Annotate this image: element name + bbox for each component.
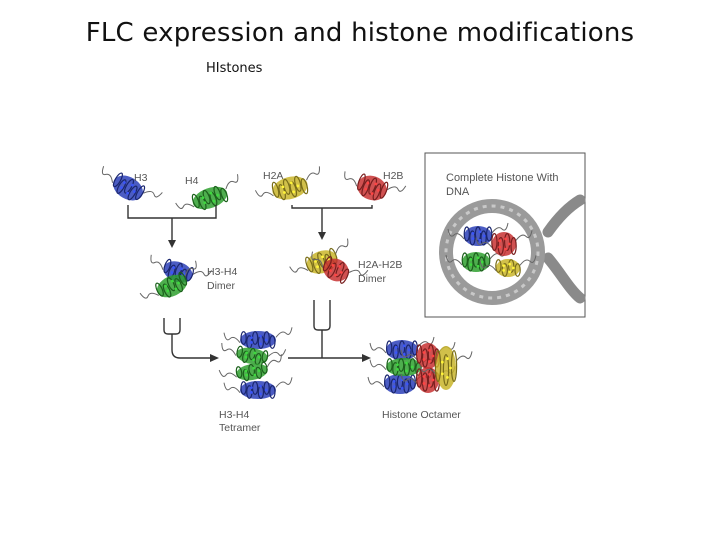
tetramer-h4-mid1 [221, 342, 287, 366]
label-tetramer-line1: H3-H4 [219, 409, 250, 421]
dna-strand-bottom [542, 252, 586, 304]
h4-protein [175, 174, 239, 211]
label-tetramer-line2: Tetramer [219, 422, 261, 434]
merge-arrow-to-tetramer [163, 318, 219, 362]
label-h3h4-dimer-line1: H3-H4 [207, 266, 238, 278]
label-panel-line2: DNA [446, 186, 470, 198]
label-panel-line1: Complete Histone With [446, 172, 559, 184]
tetramer-h3-top [223, 327, 293, 349]
dna-strand-top [542, 194, 586, 238]
slide-title: FLC expression and histone modifications [85, 18, 635, 48]
tetramer-h3-bottom [223, 377, 293, 399]
merge-arrow-h3-h4 [127, 205, 217, 248]
dna-wrap [439, 199, 545, 305]
merge-arrow-h2a-h2b [291, 205, 373, 240]
h2a-protein [254, 166, 320, 201]
h3-protein [101, 166, 163, 201]
label-h3: H3 [134, 172, 148, 184]
slide-subtitle: HIstones [206, 61, 263, 76]
h2ah2b-dimer-h2b [311, 251, 369, 284]
label-octamer: Histone Octamer [382, 409, 461, 421]
h2b-protein [344, 171, 407, 201]
tetramer-h4-mid2 [218, 354, 282, 382]
label-h3h4-dimer-line2: Dimer [207, 280, 236, 292]
label-h2ah2b-dimer-line1: H2A-H2B [358, 259, 402, 271]
label-h4: H4 [185, 175, 199, 187]
octamer-h2a [419, 346, 473, 390]
label-h2a: H2A [263, 170, 283, 182]
panel-core-h3 [447, 222, 509, 246]
h3h4-dimer-h4 [139, 260, 197, 299]
label-h2ah2b-dimer-line2: Dimer [358, 273, 387, 285]
label-h2b: H2B [383, 170, 403, 182]
complete-histone-panel [424, 152, 586, 318]
panel-core-h2a [479, 255, 537, 277]
panel-core-h2b [475, 230, 533, 256]
merge-arrow-to-octamer [288, 300, 371, 362]
